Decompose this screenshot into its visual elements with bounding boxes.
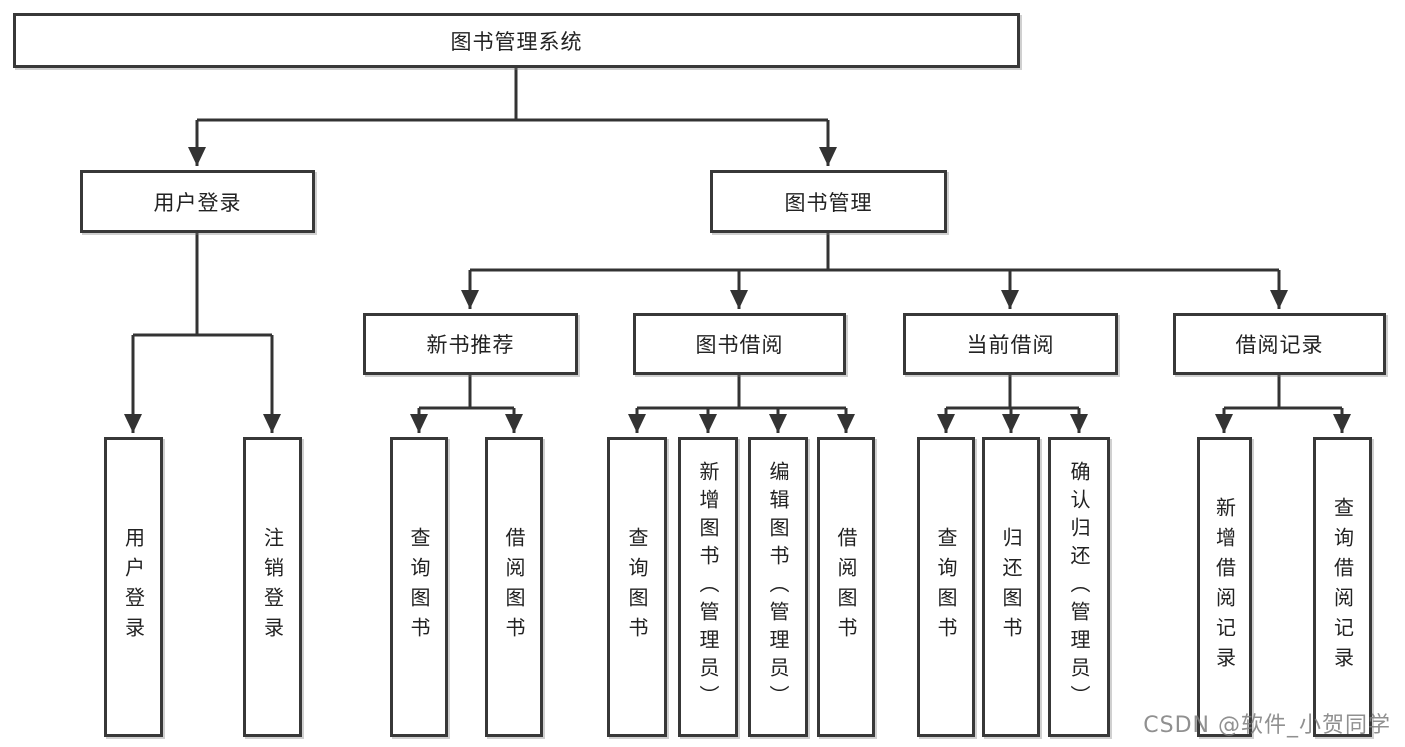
- connector-record-to-leaves: [1215, 375, 1351, 433]
- leaf-record-add-record: 新增借阅记录: [1197, 437, 1252, 737]
- node-current-borrow: 当前借阅: [903, 313, 1118, 375]
- connector-root-to-level2: [188, 68, 837, 166]
- leaf-newrec-query-book: 查询图书: [390, 437, 448, 737]
- connector-bookmgmt-to-level3: [461, 233, 1288, 309]
- leaf-borrow-borrow-book: 借阅图书: [817, 437, 875, 737]
- node-user-login: 用户登录: [80, 170, 315, 233]
- node-book-borrow: 图书借阅: [633, 313, 846, 375]
- node-new-book-recommend: 新书推荐: [363, 313, 578, 375]
- leaf-borrow-query-book: 查询图书: [607, 437, 667, 737]
- node-borrow-record: 借阅记录: [1173, 313, 1386, 375]
- connector-borrow-to-leaves: [628, 375, 855, 433]
- connector-current-to-leaves: [937, 375, 1088, 433]
- node-book-management: 图书管理: [710, 170, 947, 233]
- connector-userlogin-to-leaves: [124, 233, 281, 433]
- leaf-logout: 注销登录: [243, 437, 302, 737]
- leaf-current-return-book: 归还图书: [982, 437, 1040, 737]
- connector-newrec-to-leaves: [410, 375, 523, 433]
- leaf-borrow-add-book-admin: 新增图书（管理员）: [678, 437, 738, 737]
- leaf-borrow-edit-book-admin: 编辑图书（管理员）: [748, 437, 808, 737]
- leaf-record-query-record: 查询借阅记录: [1313, 437, 1372, 737]
- leaf-current-query-book: 查询图书: [917, 437, 975, 737]
- leaf-user-login: 用户登录: [104, 437, 163, 737]
- csdn-watermark: CSDN @软件_小贺同学: [1143, 713, 1391, 738]
- leaf-newrec-borrow-book: 借阅图书: [485, 437, 543, 737]
- node-root-system: 图书管理系统: [13, 13, 1020, 68]
- leaf-current-confirm-return-admin: 确认归还（管理员）: [1048, 437, 1110, 737]
